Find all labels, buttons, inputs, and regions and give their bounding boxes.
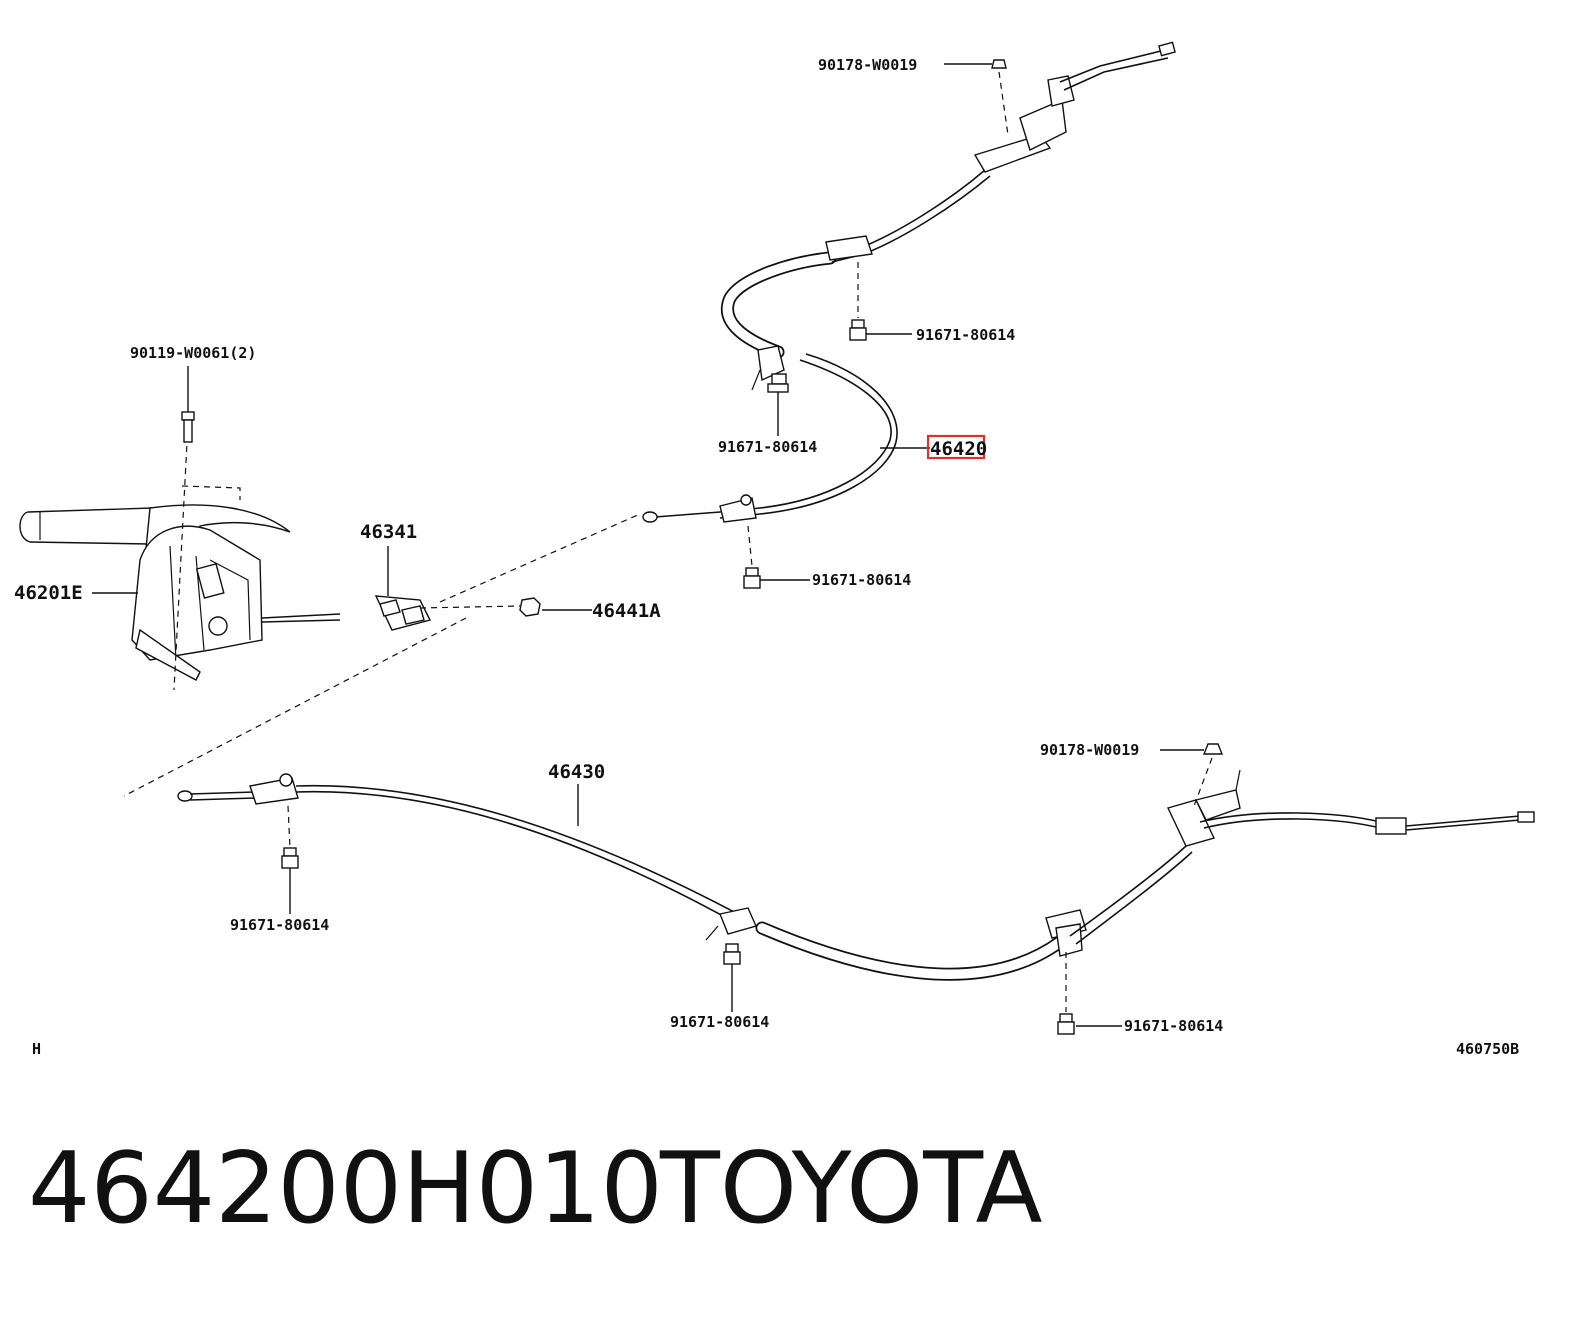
bolt-icon-lower-middle: [723, 943, 741, 965]
label-91671-d[interactable]: 91671-80614: [230, 916, 329, 934]
label-91671-e[interactable]: 91671-80614: [670, 1013, 769, 1031]
bolt-icon-lower-left: [281, 805, 299, 869]
label-91671-b[interactable]: 91671-80614: [718, 438, 817, 456]
label-46341[interactable]: 46341: [360, 521, 417, 543]
label-91671-c[interactable]: 91671-80614: [812, 571, 911, 589]
label-46430[interactable]: 46430: [548, 761, 605, 783]
label-corner-h: H: [32, 1040, 41, 1058]
label-90119[interactable]: 90119-W0061(2): [130, 344, 256, 362]
bolt-icon-upper-90178: [991, 59, 1009, 136]
label-91671-a[interactable]: 91671-80614: [916, 326, 1015, 344]
label-90178-bottom[interactable]: 90178-W0019: [1040, 741, 1139, 759]
label-91671-f[interactable]: 91671-80614: [1124, 1017, 1223, 1035]
label-46201E[interactable]: 46201E: [14, 582, 83, 604]
bolt-icon-lower-90178: [1193, 743, 1224, 807]
screw-icon-90119: [181, 411, 195, 443]
bolt-icon-upper-b: [767, 373, 789, 393]
caption-part-number: 464200H010: [28, 1132, 663, 1246]
label-diagram-id: 460750B: [1456, 1040, 1519, 1058]
bolt-icon-upper-a: [849, 262, 867, 341]
label-46420[interactable]: 46420: [930, 438, 987, 460]
cable-46430[interactable]: [177, 769, 1535, 981]
nut-icon-46441A: [519, 597, 541, 617]
connect-equalizer-nut: [419, 605, 521, 609]
parking-brake-lever[interactable]: [19, 423, 341, 691]
cable-46420[interactable]: [642, 41, 1176, 523]
label-46441A[interactable]: 46441A: [592, 600, 661, 622]
bolt-icon-lower-right: [1057, 952, 1075, 1035]
connect-equalizer-46420: [439, 513, 641, 603]
label-90178-top[interactable]: 90178-W0019: [818, 56, 917, 74]
caption-brand: TOYOTA: [659, 1132, 1043, 1246]
connect-equalizer-46430: [123, 617, 467, 797]
highlight-box-46420: [926, 434, 986, 460]
equalizer-46341[interactable]: [374, 595, 432, 631]
bolt-icon-upper-c: [743, 525, 761, 589]
